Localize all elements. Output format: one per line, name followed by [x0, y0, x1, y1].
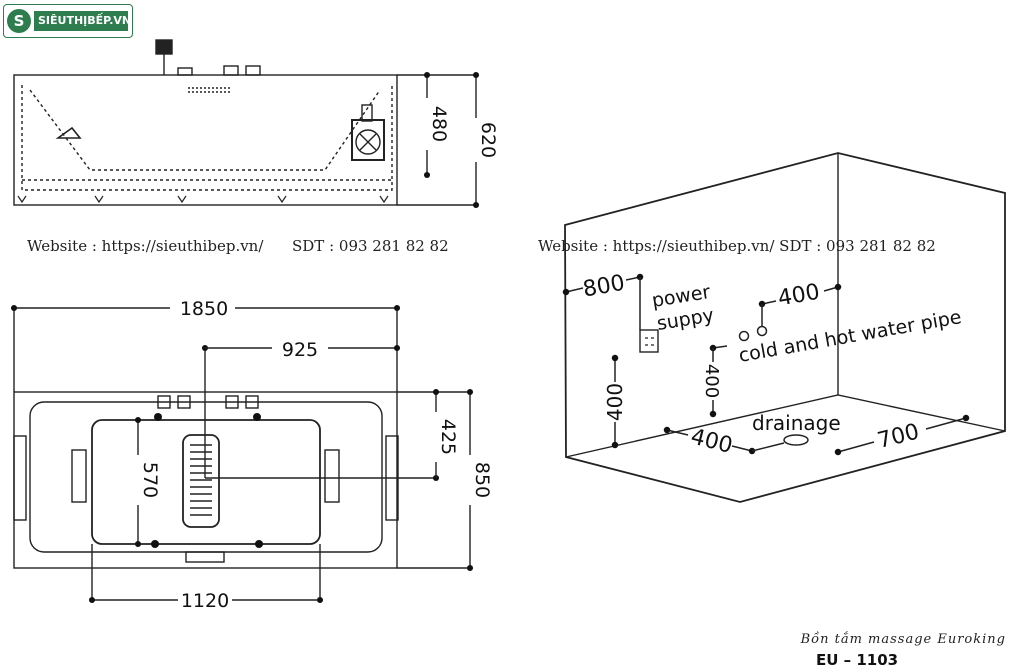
pillow-icon: [182, 434, 220, 528]
water-pipe-label: cold and hot water pipe: [737, 306, 963, 367]
brand-mark-icon: S: [7, 9, 31, 33]
faucet-icon: [155, 39, 261, 76]
brand-logo[interactable]: S SIÊUTHỊBẾP.VN: [3, 4, 133, 38]
top-view-drawing: [10, 304, 474, 604]
left-handle-icon: [71, 449, 87, 503]
dim-620-label: 620: [477, 122, 499, 158]
cold-pipe-icon: [738, 330, 750, 342]
dim-400-mid-label: 400: [701, 364, 722, 398]
right-handle-icon: [324, 449, 340, 503]
product-name: Bồn tắm massage Euroking: [800, 632, 1006, 647]
support-legs: [17, 195, 389, 204]
dim-570-label: 570: [139, 462, 161, 498]
room-drawing: [562, 152, 1006, 503]
hot-pipe-icon: [756, 325, 768, 337]
power-outlet-icon: [639, 329, 659, 353]
dim-400-left-label: 400: [603, 383, 627, 421]
pump-motor-icon: [351, 104, 385, 161]
dim-425-label: 425: [437, 419, 459, 455]
dim-850-label: 850: [471, 462, 493, 498]
dim-700-floor-label: 700: [875, 419, 922, 453]
dim-1850-label: 1850: [180, 298, 228, 320]
dim-480-label: 480: [428, 106, 450, 142]
jet-nozzles: [151, 413, 263, 548]
phone-left: SDT : 093 281 82 82: [292, 237, 449, 255]
dim-400-floor-label: 400: [688, 424, 735, 458]
drain-outlet-icon: [783, 434, 809, 446]
drain-icon: [55, 126, 82, 139]
website-right[interactable]: Website : https://sieuthibep.vn/ SDT : 0…: [538, 237, 936, 255]
dim-1120-label: 1120: [181, 590, 229, 612]
product-model: EU – 1103: [816, 651, 899, 669]
dim-925-label: 925: [282, 339, 318, 361]
dim-400-pipe-label: 400: [776, 280, 822, 312]
side-view-drawing: [13, 39, 480, 209]
drainage-label: drainage: [752, 411, 841, 435]
brand-name: SIÊUTHỊBẾP.VN: [34, 11, 131, 31]
website-left[interactable]: Website : https://sieuthibep.vn/: [27, 237, 264, 255]
dim-800-label: 800: [581, 271, 627, 303]
